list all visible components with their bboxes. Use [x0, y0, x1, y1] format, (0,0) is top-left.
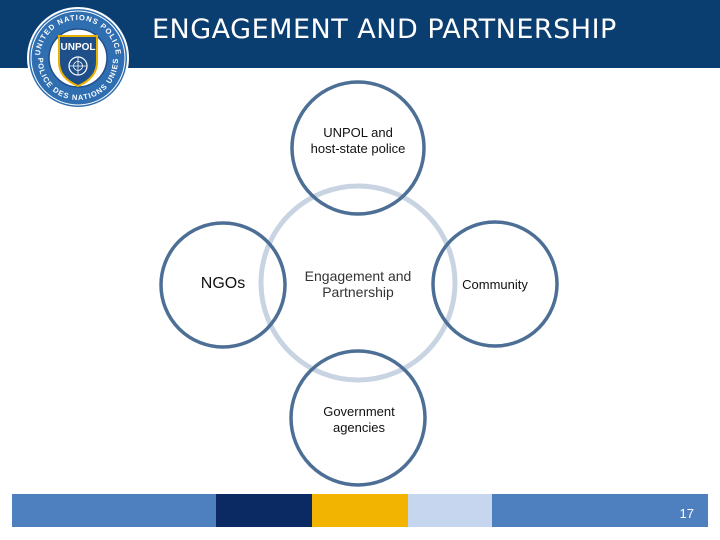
footer-segment-light	[408, 494, 492, 527]
logo-unpol-text: UNPOL	[61, 42, 96, 53]
center-circle	[258, 183, 458, 383]
unpol-logo: UNITED NATIONS POLICE POLICE DES NATIONS…	[27, 7, 129, 109]
center-circle-label: Engagement and Partnership	[304, 268, 412, 300]
left-circle-label: NGOs	[200, 275, 246, 292]
page-number: 17	[679, 506, 694, 521]
top-circle	[290, 80, 426, 216]
page-title: ENGAGEMENT AND PARTNERSHIP	[152, 14, 617, 45]
footer-segment-gold	[312, 494, 408, 527]
footer-segment-navy	[216, 494, 312, 527]
right-circle-label: Community	[462, 277, 528, 292]
right-circle	[431, 220, 559, 348]
left-circle	[159, 221, 287, 349]
top-circle-label: UNPOL and host-state police	[310, 125, 406, 156]
footer-segment-blue-1	[12, 494, 216, 527]
bottom-circle-label: Government agencies	[323, 404, 395, 435]
bottom-circle	[289, 349, 427, 487]
engagement-diagram	[159, 80, 559, 487]
footer-color-bar	[12, 494, 708, 527]
footer-segment-blue-2	[492, 494, 708, 527]
